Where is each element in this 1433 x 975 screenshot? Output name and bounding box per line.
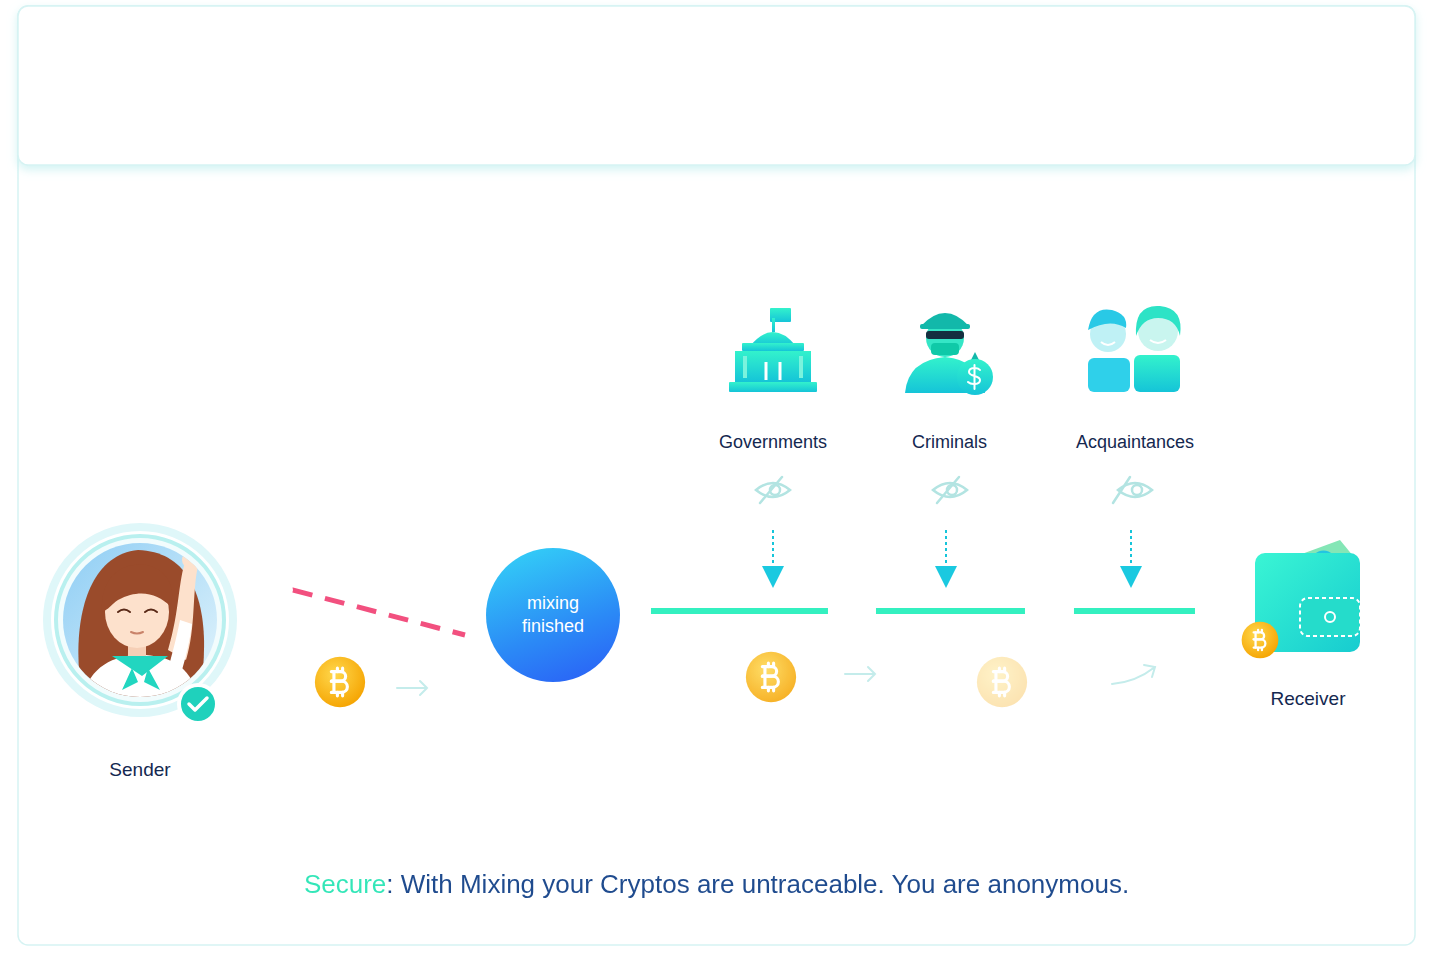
observer-label: Acquaintances — [1076, 432, 1194, 453]
sender-avatar — [102, 565, 172, 612]
card-frame — [18, 6, 1415, 945]
criminal-icon — [926, 331, 964, 339]
hidden-eye-icon — [756, 483, 790, 497]
wallet-icon — [1300, 598, 1360, 636]
hidden-eye-icon — [1118, 483, 1152, 497]
sender-avatar — [122, 668, 160, 690]
dotted-arrow — [1130, 530, 1132, 568]
dashed-connector — [233, 590, 487, 635]
caption-row: Secure: With Mixing your Cryptos are unt… — [0, 866, 1433, 902]
card-frame — [18, 6, 1415, 945]
wallet-icon — [1325, 612, 1335, 622]
hidden-eye-icon — [1113, 477, 1130, 503]
hidden-eye-icon — [937, 477, 959, 503]
coin-moving — [746, 652, 796, 702]
flow-arrow — [397, 681, 427, 695]
card-frame — [18, 6, 1415, 165]
node-label: mixing finished — [501, 592, 605, 638]
dotted-arrow — [772, 530, 774, 568]
sender-avatar — [170, 620, 192, 670]
government-icon — [766, 362, 780, 380]
coin-sender — [315, 657, 365, 707]
sender-avatar — [179, 685, 217, 723]
sender-avatar — [78, 550, 204, 710]
government-icon — [742, 343, 804, 351]
observer-label: Governments — [719, 432, 827, 453]
dotted-arrow — [945, 530, 947, 568]
criminal-icon — [957, 359, 993, 395]
wallet-icon — [1242, 540, 1360, 658]
acquaintances-icon — [1150, 340, 1166, 343]
dotted-arrow — [773, 530, 1131, 568]
path-connector — [620, 608, 1245, 614]
coin-fading — [977, 657, 1027, 707]
acquaintances-icon — [1101, 342, 1115, 345]
observer-label: Criminals — [912, 432, 987, 453]
sender-avatar — [118, 610, 157, 613]
coin-sender — [315, 657, 365, 707]
sender-avatar — [112, 656, 168, 676]
government-icon — [729, 308, 817, 392]
dotted-arrow — [935, 566, 957, 588]
government-icon — [729, 382, 817, 392]
flow-arrow — [845, 667, 875, 681]
hidden-eye-icon — [1132, 485, 1142, 495]
government-icon — [735, 351, 811, 382]
sender-avatar-node: Sender — [45, 525, 235, 715]
hidden-eye-icon — [756, 477, 1152, 503]
wallet-icon — [1242, 622, 1279, 659]
sender-avatar — [131, 632, 143, 634]
criminal-icon — [931, 343, 959, 355]
node-caption: Sender — [109, 757, 170, 782]
dotted-arrow — [762, 566, 784, 588]
dotted-arrow — [762, 566, 1142, 588]
criminal-icon — [905, 313, 993, 395]
mixing-circle: mixing finished — [486, 548, 620, 682]
acquaintances-icon — [1088, 358, 1130, 392]
sender-avatar — [189, 698, 207, 710]
criminal-icon — [968, 365, 980, 389]
government-icon — [772, 318, 775, 332]
hidden-eye-icon — [760, 477, 782, 503]
criminal-icon — [920, 324, 970, 329]
hidden-eye-icon — [933, 483, 967, 497]
sender-avatar — [47, 527, 233, 723]
receiver-wallet-node: Receiver — [1245, 535, 1371, 660]
caption: Secure: With Mixing your Cryptos are unt… — [304, 866, 1129, 902]
node-caption: Receiver — [1271, 686, 1346, 711]
acquaintances-icon — [1088, 306, 1181, 392]
sender-avatar — [182, 551, 200, 569]
government-icon — [745, 356, 801, 378]
acquaintances-icon — [1136, 306, 1181, 336]
acquaintances-icon — [1134, 355, 1180, 392]
dotted-arrow — [762, 530, 1142, 588]
dotted-arrow — [1120, 566, 1142, 588]
flow-arrow — [1112, 665, 1155, 684]
coin-fading — [977, 657, 1027, 707]
acquaintances-icon — [1088, 309, 1126, 330]
coin-moving — [746, 652, 796, 702]
